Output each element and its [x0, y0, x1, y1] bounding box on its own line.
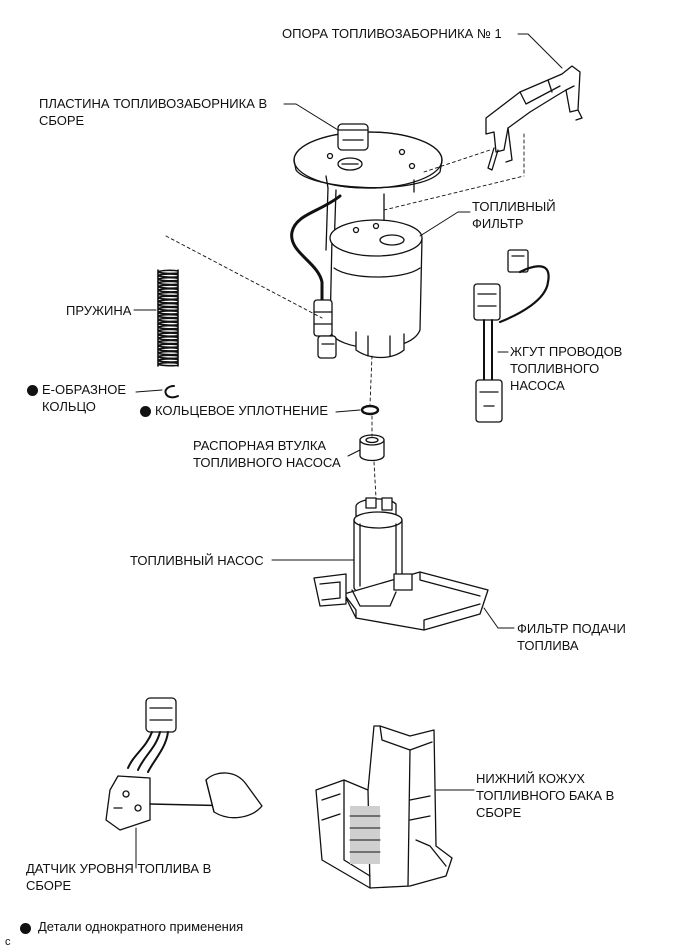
pump-label: ТОПЛИВНЫЙ НАСОС [130, 553, 264, 568]
leader-lines [133, 33, 563, 869]
assembly-lines [165, 133, 525, 499]
single-use-marker-o-ring [140, 406, 151, 417]
harness-drawing [473, 249, 550, 423]
pump-drawing [353, 497, 403, 598]
o-ring-drawing [360, 404, 380, 416]
filter-connector-drawing [313, 299, 337, 359]
single-use-marker-e-ring [27, 385, 38, 396]
e-ring-label: Е-ОБРАЗНОЕ КОЛЬЦО [42, 382, 126, 414]
spacer-drawing [359, 434, 385, 462]
sender-drawing [105, 697, 263, 831]
harness-label: ЖГУТ ПРОВОДОВ ТОПЛИВНОГО НАСОСА [510, 344, 623, 393]
plate-drawing [293, 123, 443, 193]
e-ring-drawing [164, 385, 179, 399]
spring-drawing [157, 269, 179, 367]
case-label: НИЖНИЙ КОЖУХ ТОПЛИВНОГО БАКА В СБОРЕ [476, 771, 615, 820]
filter-drawing [329, 219, 423, 359]
legend-symbol [20, 923, 31, 934]
plate-label: ПЛАСТИНА ТОПЛИВОЗАБОРНИКА В СБОРЕ [39, 96, 268, 128]
sender-label: ДАТЧИК УРОВНЯ ТОПЛИВА В СБОРЕ [26, 861, 212, 893]
bracket-label: ОПОРА ТОПЛИВОЗАБОРНИКА № 1 [282, 26, 502, 41]
rods-drawing [290, 187, 385, 322]
filter-label: ТОПЛИВНЫЙ ФИЛЬТР [472, 199, 556, 231]
legend-text: Детали однократного применения [38, 919, 244, 934]
case-drawing [315, 725, 453, 889]
spring-label: ПРУЖИНА [66, 303, 132, 318]
strainer-label: ФИЛЬТР ПОДАЧИ ТОПЛИВА [517, 621, 626, 653]
o-ring-label: КОЛЬЦЕВОЕ УПЛОТНЕНИЕ [155, 403, 329, 418]
spacer-label: РАСПОРНАЯ ВТУЛКА ТОПЛИВНОГО НАСОСА [193, 438, 341, 470]
bracket-drawing [485, 65, 583, 171]
strainer-drawing [313, 571, 489, 631]
corner-code: c [5, 936, 11, 948]
